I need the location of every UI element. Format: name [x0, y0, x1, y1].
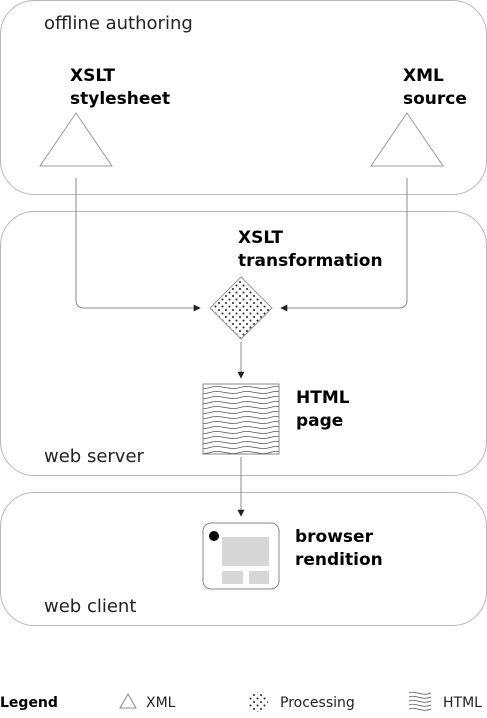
node-label-browser-rendition-2: rendition [295, 550, 383, 570]
legend-wavy-lines-icon [408, 691, 432, 711]
xml-source-triangle-icon [370, 112, 444, 167]
legend-triangle-icon [119, 692, 137, 709]
flow-stylesheet-to-transformation [75, 178, 201, 312]
node-label-xslt-transformation-1: XSLT [238, 228, 283, 248]
transformation-diamond-icon [209, 276, 273, 340]
flow-source-to-transformation [280, 178, 408, 312]
legend-label-html: HTML [443, 695, 482, 711]
node-label-xml-source-2: source [403, 89, 467, 109]
zone-label-web-server: web server [44, 446, 145, 467]
legend-label-xml: XML [146, 695, 176, 711]
node-label-html-page-1: HTML [296, 388, 350, 408]
node-label-browser-rendition-1: browser [295, 527, 374, 547]
node-label-xml-source-1: XML [403, 66, 444, 86]
legend-title: Legend [0, 695, 58, 711]
legend-label-processing: Processing [280, 695, 355, 711]
node-label-xslt-stylesheet-2: stylesheet [70, 89, 170, 109]
node-label-xslt-stylesheet-1: XSLT [70, 66, 115, 86]
zone-label-web-client: web client [44, 596, 136, 617]
browser-window-icon [202, 522, 280, 590]
legend-dotted-circle-icon [248, 692, 268, 712]
html-page-wavy-icon [202, 383, 280, 455]
xslt-stylesheet-triangle-icon [39, 112, 113, 167]
node-label-xslt-transformation-2: transformation [238, 251, 383, 271]
legend: Legend XML Processing HTML [0, 691, 482, 712]
node-label-html-page-2: page [296, 411, 343, 431]
zone-label-offline-authoring: offline authoring [44, 13, 193, 34]
